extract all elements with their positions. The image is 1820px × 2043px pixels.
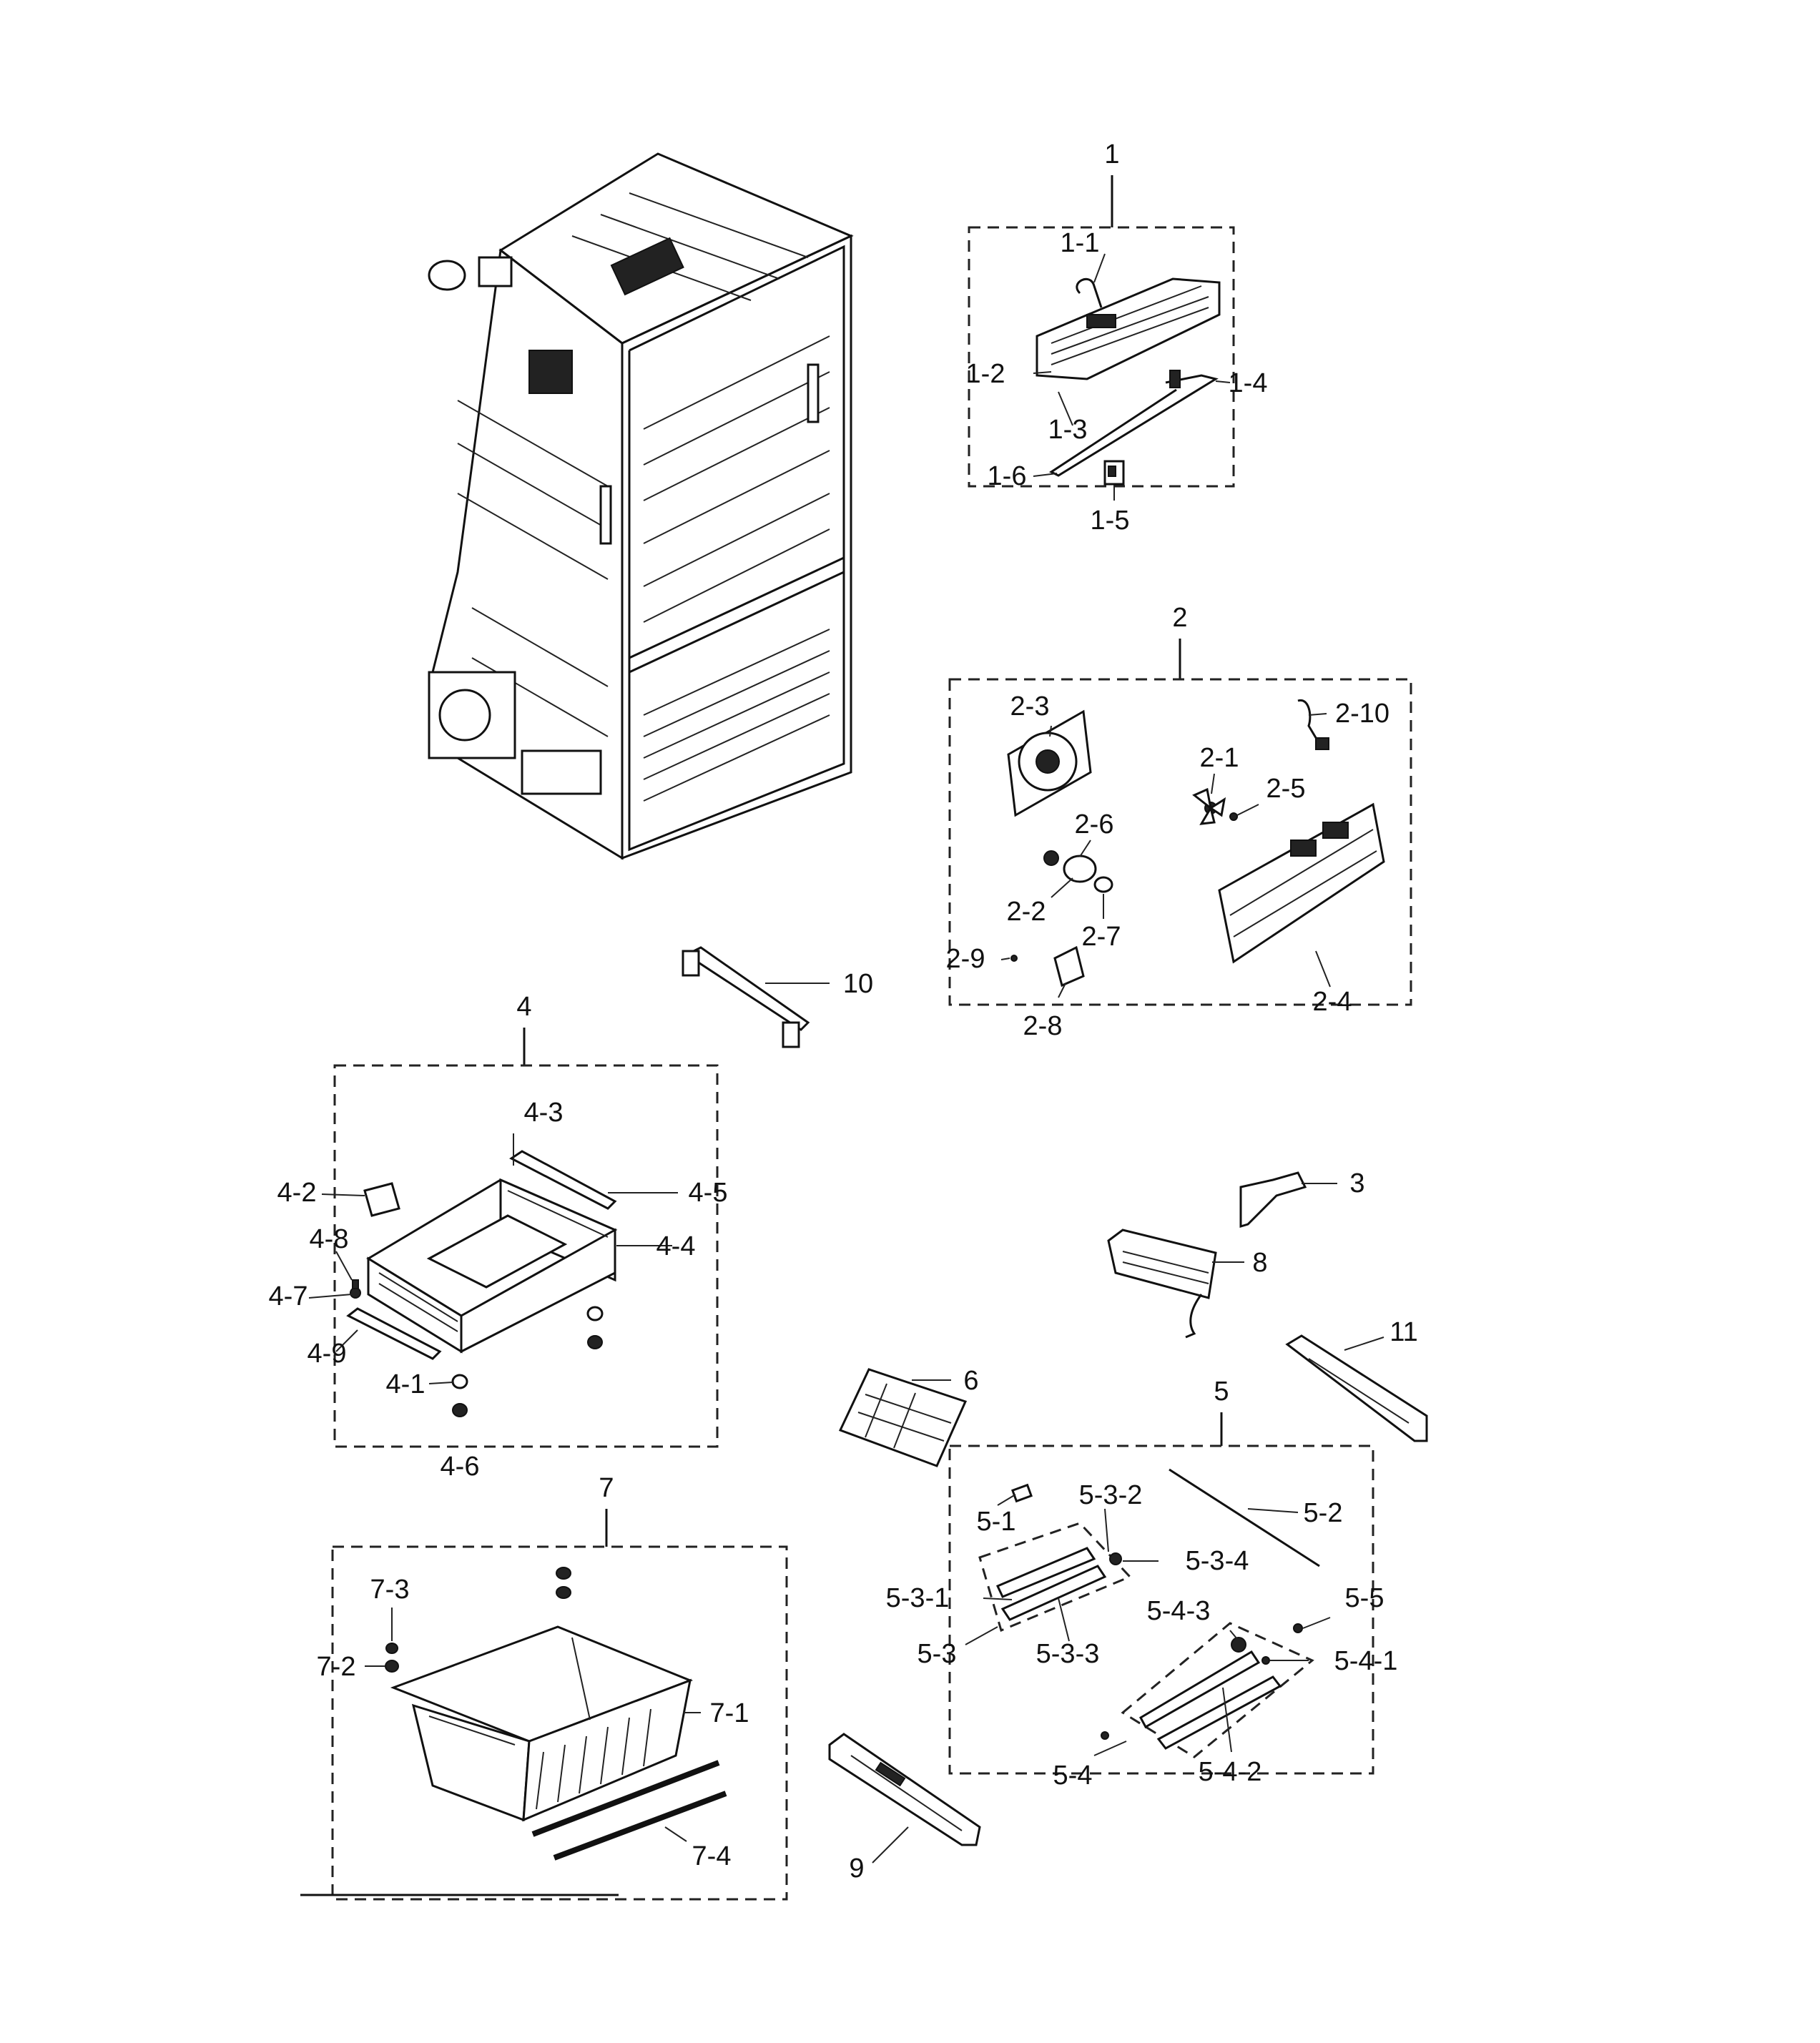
label-2: 2 bbox=[1172, 603, 1187, 633]
label-4-6: 4-6 bbox=[441, 1452, 480, 1482]
label-4-9: 4-9 bbox=[308, 1339, 347, 1369]
label-5-3-2: 5-3-2 bbox=[1079, 1480, 1143, 1510]
label-5-3-1: 5-3-1 bbox=[886, 1583, 950, 1613]
group-5: 5 5-1 5-3-2 5-2 bbox=[886, 1377, 1398, 1791]
label-4-7: 4-7 bbox=[269, 1281, 308, 1311]
label-4-8: 4-8 bbox=[310, 1224, 349, 1254]
part-10: 10 bbox=[682, 946, 873, 1048]
label-5-4: 5-4 bbox=[1053, 1761, 1093, 1791]
part-6: 6 bbox=[838, 1366, 979, 1467]
refrigerator-cabinet bbox=[428, 152, 854, 860]
label-4-2: 4-2 bbox=[277, 1178, 317, 1208]
label-5-1: 5-1 bbox=[977, 1507, 1016, 1537]
group-2: 2 bbox=[946, 603, 1412, 1041]
label-1-4: 1-4 bbox=[1229, 368, 1268, 398]
label-5-3: 5-3 bbox=[918, 1639, 957, 1669]
label-4: 4 bbox=[516, 992, 531, 1022]
part-3: 3 bbox=[1239, 1168, 1365, 1229]
label-2-1: 2-1 bbox=[1200, 743, 1239, 773]
label-1-3: 1-3 bbox=[1048, 415, 1088, 445]
label-5-5: 5-5 bbox=[1345, 1583, 1384, 1613]
label-4-3: 4-3 bbox=[524, 1098, 564, 1128]
label-6: 6 bbox=[963, 1366, 978, 1396]
label-7-4: 7-4 bbox=[692, 1841, 732, 1871]
label-4-4: 4-4 bbox=[656, 1231, 696, 1261]
label-7-1: 7-1 bbox=[710, 1698, 749, 1728]
label-5-4-3: 5-4-3 bbox=[1147, 1596, 1211, 1626]
label-5-2: 5-2 bbox=[1304, 1498, 1343, 1528]
label-5: 5 bbox=[1214, 1377, 1229, 1407]
label-1-5: 1-5 bbox=[1091, 506, 1130, 536]
label-5-4-2: 5-4-2 bbox=[1199, 1757, 1262, 1787]
label-4-5: 4-5 bbox=[689, 1178, 728, 1208]
label-2-2: 2-2 bbox=[1007, 897, 1046, 927]
label-7-2: 7-2 bbox=[317, 1652, 356, 1682]
label-1-2: 1-2 bbox=[966, 359, 1005, 389]
label-11: 11 bbox=[1389, 1317, 1417, 1347]
label-7: 7 bbox=[599, 1473, 614, 1503]
label-1: 1 bbox=[1104, 139, 1119, 169]
label-2-10: 2-10 bbox=[1335, 699, 1389, 729]
label-4-1: 4-1 bbox=[386, 1369, 426, 1399]
label-2-6: 2-6 bbox=[1075, 809, 1114, 840]
label-5-3-3: 5-3-3 bbox=[1036, 1639, 1100, 1669]
label-3: 3 bbox=[1349, 1168, 1364, 1198]
label-7-3: 7-3 bbox=[370, 1575, 410, 1605]
label-8: 8 bbox=[1252, 1248, 1267, 1278]
label-1-1: 1-1 bbox=[1061, 228, 1100, 258]
group-1: 1 1-1 1-2 1-4 1-3 1-6 1-5 bbox=[966, 139, 1268, 536]
part-11: 11 bbox=[1285, 1317, 1428, 1442]
label-2-5: 2-5 bbox=[1266, 774, 1306, 804]
label-5-3-4: 5-3-4 bbox=[1186, 1546, 1249, 1576]
group-4: 4 4-3 bbox=[269, 992, 728, 1482]
label-5-4-1: 5-4-1 bbox=[1334, 1646, 1398, 1676]
group-7: 7 7-3 7-2 7-1 bbox=[300, 1473, 788, 1901]
label-2-4: 2-4 bbox=[1313, 987, 1352, 1017]
label-9: 9 bbox=[849, 1854, 864, 1884]
label-1-6: 1-6 bbox=[988, 461, 1027, 491]
part-8: 8 bbox=[1107, 1229, 1268, 1339]
label-2-8: 2-8 bbox=[1023, 1011, 1063, 1041]
label-2-7: 2-7 bbox=[1082, 922, 1121, 952]
part-9: 9 bbox=[828, 1733, 981, 1884]
label-2-3: 2-3 bbox=[1010, 691, 1050, 722]
label-2-9: 2-9 bbox=[946, 944, 985, 974]
label-10: 10 bbox=[843, 969, 873, 999]
